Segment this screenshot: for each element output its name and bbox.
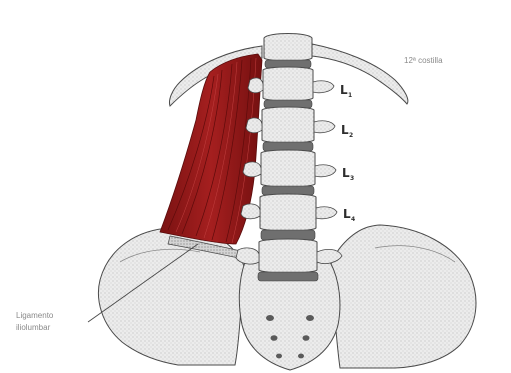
- level-label-l2: L 2: [341, 123, 353, 139]
- vertebra-l3: [243, 150, 336, 187]
- level-label-l3: L 3: [342, 166, 354, 182]
- level-label-l1: L 1: [340, 83, 352, 99]
- disc-l5-s1: [258, 272, 318, 281]
- vertebra-l4: [241, 194, 337, 231]
- vertebra-l2: [246, 107, 335, 143]
- level-number: 4: [351, 216, 355, 223]
- level-number: 3: [350, 175, 354, 182]
- level-letter: L: [341, 123, 349, 137]
- level-letter: L: [340, 83, 348, 97]
- ligament-label-line2: iliolumbar: [16, 323, 51, 332]
- vertebra-t12: [264, 34, 312, 62]
- right-iliac-bone: [330, 225, 476, 368]
- rib-label: 12ª costilla: [404, 56, 443, 65]
- level-number: 2: [349, 132, 353, 139]
- level-letter: L: [342, 166, 350, 180]
- right-12th-rib: [312, 44, 408, 104]
- ligament-label-line1: Ligamento: [16, 311, 54, 320]
- level-number: 1: [348, 92, 352, 99]
- level-label-l4: L 4: [343, 207, 355, 223]
- level-letter: L: [343, 207, 351, 221]
